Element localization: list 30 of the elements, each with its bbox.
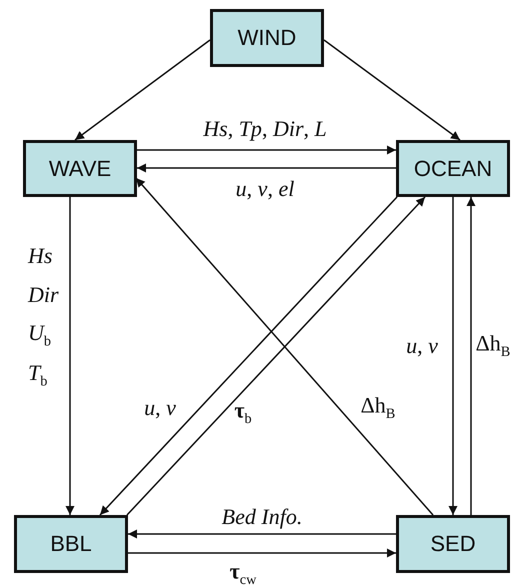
module-box	[396, 140, 510, 197]
module-name: OCEAN	[414, 156, 492, 182]
edge-label: u, v	[406, 332, 438, 360]
edge-label: Bed Info.	[222, 504, 302, 530]
edge-label: τ$_{cw}$	[230, 558, 256, 587]
edge-label: τ$_{b}$	[234, 398, 252, 428]
arrow	[137, 146, 396, 154]
module-name: WIND	[238, 25, 296, 51]
module-box	[396, 515, 510, 573]
arrow	[99, 196, 398, 516]
arrow	[448, 197, 458, 515]
arrow	[324, 39, 460, 141]
arrow	[466, 197, 476, 515]
edge-label: Δh$_{B}$	[476, 330, 510, 362]
module-name: BBL	[50, 531, 92, 557]
arrow	[128, 548, 396, 558]
edge-label: Hs, Tp, Dir, L	[203, 116, 327, 142]
arrow	[66, 197, 74, 515]
edge-label: u, v	[144, 394, 176, 422]
module-name: WAVE	[48, 156, 112, 182]
arrow	[128, 530, 396, 538]
module-box	[14, 515, 128, 573]
edge-label: Δh$_{B}$	[360, 392, 396, 424]
module-name: SED	[430, 531, 476, 557]
module-box	[23, 140, 137, 197]
edge-label: Hs Dir U$_{b}$ T$_{b}$	[28, 242, 60, 392]
edge-label: u, v, el	[236, 176, 294, 202]
arrow	[74, 39, 210, 141]
arrow	[137, 164, 396, 172]
module-box	[210, 9, 324, 67]
